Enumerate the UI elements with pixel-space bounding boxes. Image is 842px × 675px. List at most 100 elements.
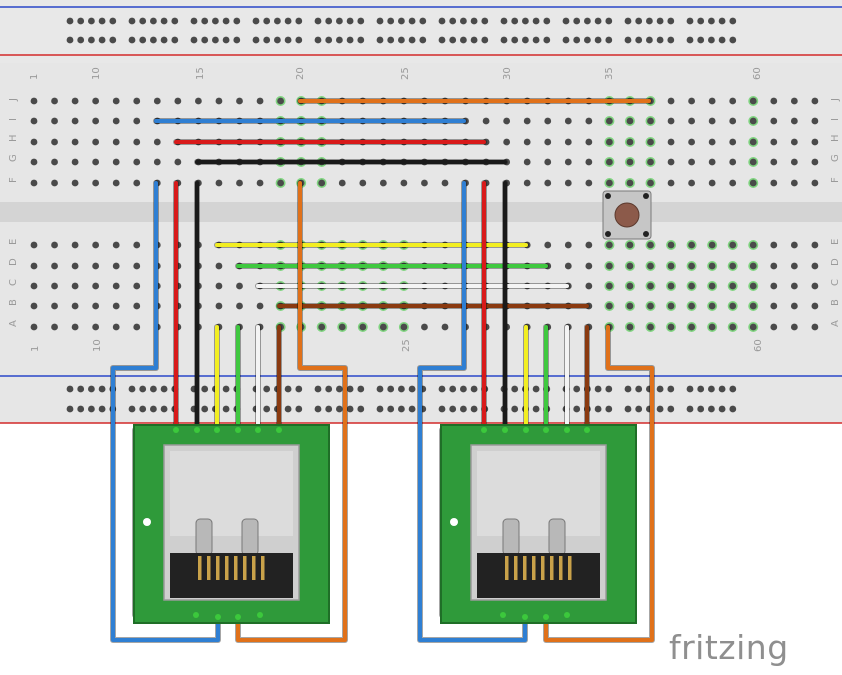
rail-hole [729,36,737,44]
terminal-hole [112,282,120,290]
rail-hole [387,17,395,25]
rail-hole [139,385,147,393]
terminal-hole [606,241,613,249]
module-pin-dot [522,614,528,620]
terminal-hole [421,179,428,187]
rail-hole [532,385,540,393]
terminal-hole [133,302,141,310]
module-pin-dot [481,427,487,433]
rail-hole [263,17,271,25]
terminal-hole [133,97,141,105]
jack-pin [514,556,518,580]
module-pin-dot [584,427,590,433]
terminal-hole [667,179,675,187]
terminal-hole [523,158,531,166]
terminal-hole [71,302,79,310]
rail-hole [77,36,85,44]
terminal-hole [523,117,531,125]
rail-hole [150,405,157,413]
terminal-hole [133,262,141,270]
rail-hole [336,36,343,44]
terminal-hole [585,117,593,125]
terminal-hole [112,97,120,105]
terminal-hole [708,179,716,187]
rj45-jack-icon[interactable] [133,424,330,624]
terminal-hole [811,323,819,331]
rail-hole [160,36,168,44]
breadboard-top-rail-strip [0,0,842,63]
terminal-hole [790,179,798,187]
terminal-hole [133,241,141,249]
terminal-hole [421,323,428,331]
module-pin-dot [255,427,261,433]
jack-pin [532,556,536,580]
module-pin-dot [173,427,179,433]
terminal-hole [30,117,38,125]
jack-pin [198,556,202,580]
rail-hole [314,17,322,25]
rail-hole [222,405,230,413]
rail-hole [470,405,478,413]
rail-hole [314,36,322,44]
rail-hole [376,405,384,413]
rail-hole [635,17,643,25]
rail-hole [438,17,446,25]
rail-hole [686,17,694,25]
module-pin-dot [543,427,549,433]
terminal-hole [729,117,737,125]
rail-hole [667,385,675,393]
rail-hole [605,385,613,393]
column-number: 1 [30,346,41,352]
row-label: D [8,258,19,266]
push-button-icon[interactable] [602,190,652,240]
terminal-hole [749,323,757,331]
terminal-hole [688,158,695,166]
rail-hole [449,385,457,393]
terminal-hole [564,117,572,125]
terminal-hole [811,241,819,249]
terminal-hole [112,158,120,166]
rj45-jack-icon[interactable] [440,424,637,624]
rail-hole [212,36,219,44]
rail-hole [212,17,219,25]
jack-pin [225,556,229,580]
terminal-hole [647,282,654,290]
terminal-hole [112,117,120,125]
rail-hole [139,405,147,413]
terminal-hole [770,158,778,166]
module-pin-dot [500,612,506,618]
module-pin-dot [214,427,220,433]
rail-hole [708,36,715,44]
rail-hole [325,405,333,413]
terminal-hole [564,241,572,249]
terminal-hole [564,179,572,187]
rail-hole [686,36,694,44]
terminal-hole [236,179,243,187]
terminal-hole [770,282,778,290]
rail-hole [284,405,292,413]
terminal-hole [749,282,757,290]
rail-hole [573,405,581,413]
terminal-hole [359,179,367,187]
terminal-hole [215,262,223,270]
terminal-hole [811,282,819,290]
jack-pin [523,556,527,580]
jack-pin [207,556,211,580]
terminal-hole [749,138,757,146]
terminal-hole [71,241,79,249]
terminal-hole [51,117,58,125]
rail-hole [346,36,354,44]
terminal-hole [30,179,38,187]
rail-hole [686,385,694,393]
column-number: 60 [752,67,763,80]
jack-top [170,451,293,536]
rail-hole [325,36,333,44]
rail-hole [109,36,117,44]
terminal-hole [30,97,38,105]
rail-hole [98,17,106,25]
rail-hole [656,36,664,44]
row-label: B [8,299,19,306]
terminal-hole [215,179,223,187]
rail-hole [481,36,489,44]
row-label: H [8,134,19,142]
